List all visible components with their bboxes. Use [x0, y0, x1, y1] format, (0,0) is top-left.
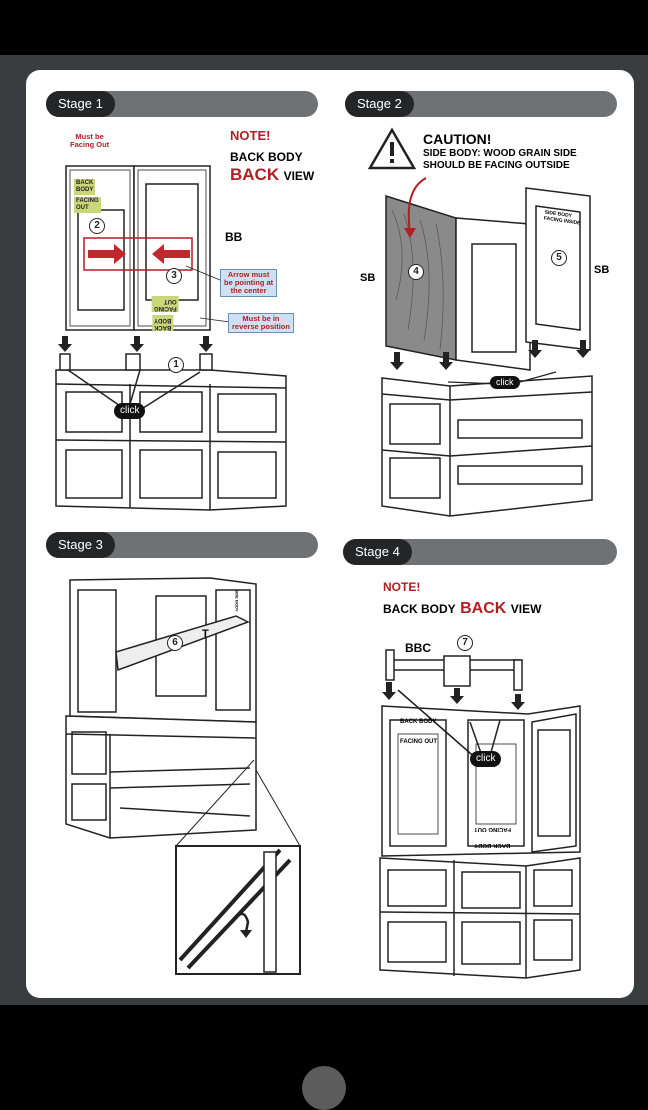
- caution-line-1: SIDE BODY: WOOD GRAIN SIDE: [423, 148, 577, 159]
- step-2-marker: 2: [89, 218, 105, 234]
- stage4-tag-back-body-reversed: BACK BODY: [474, 842, 511, 848]
- caution-title: CAUTION!: [423, 131, 492, 147]
- stage1-note-title: NOTE!: [230, 128, 271, 143]
- stage2-click-badge: click: [490, 376, 520, 389]
- caution-icon: [367, 127, 417, 170]
- stage1-diagram: [55, 165, 287, 511]
- stage1-click-badge: click: [114, 403, 146, 419]
- stage4-click-badge: click: [470, 751, 502, 767]
- must-be-facing-out-text: Must be Facing Out: [70, 132, 110, 149]
- stage4-view-word: VIEW: [510, 602, 542, 616]
- t-label: T: [202, 628, 209, 640]
- tag-back-body: BACK BODY: [74, 179, 96, 195]
- stage4-tag-facing-out-reversed: FACING OUT: [474, 826, 511, 832]
- stage4-back-body-word: BACK BODY: [383, 602, 456, 616]
- stage4-back-view-title: BACK BODY BACK VIEW: [383, 600, 541, 618]
- stage1-back-body-title: BACK BODY: [230, 150, 303, 164]
- stage4-label: Stage 4: [343, 539, 412, 565]
- stage2-diagram: [367, 127, 593, 517]
- stage1-label: Stage 1: [46, 91, 115, 117]
- stage3-label: Stage 3: [46, 532, 115, 558]
- tag-facing-out: FACING OUT: [74, 197, 101, 213]
- stage4-note-title: NOTE!: [383, 580, 421, 594]
- step-6-marker: 6: [167, 635, 183, 651]
- must-be-facing-out-note: Must be Facing Out: [70, 133, 109, 149]
- stage1-back-view-title: BACK VIEW: [230, 165, 314, 185]
- step-3-marker: 3: [166, 268, 182, 284]
- step-4-marker: 4: [408, 264, 424, 280]
- step-1-marker: 1: [168, 357, 184, 373]
- stage4-tag-back-body: BACK BODY: [400, 719, 437, 725]
- stage4-tag-facing-out: FACING OUT: [400, 739, 437, 745]
- stage4-diagram: [379, 649, 581, 979]
- reverse-position-callout: Must be in reverse position: [228, 313, 294, 333]
- stage4-back-word: BACK: [460, 600, 507, 617]
- sb-left-label: SB: [360, 272, 376, 284]
- arrow-center-callout: Arrow must be pointing at the center: [220, 269, 278, 297]
- stage2-label: Stage 2: [345, 91, 414, 117]
- view-word: VIEW: [283, 169, 315, 183]
- reverse-position-callout-text: Must be in reverse position: [232, 314, 290, 331]
- bb-label: BB: [225, 230, 243, 244]
- step-5-marker: 5: [551, 250, 567, 266]
- bbc-label: BBC: [405, 641, 431, 655]
- caution-line-2: SHOULD BE FACING OUTSIDE: [423, 160, 570, 171]
- home-indicator[interactable]: [302, 1066, 346, 1110]
- sb-right-label: SB: [594, 264, 610, 276]
- step-7-marker: 7: [457, 635, 473, 651]
- back-word: BACK: [230, 165, 280, 184]
- arrow-center-callout-text: Arrow must be pointing at the center: [224, 270, 274, 295]
